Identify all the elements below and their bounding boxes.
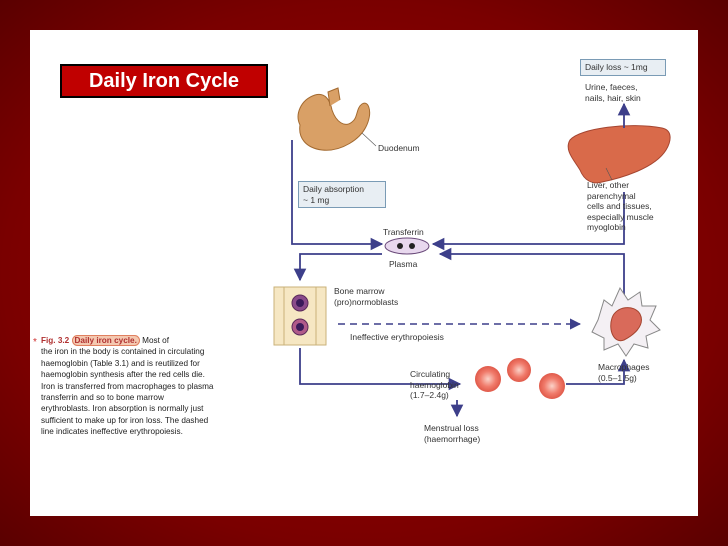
stomach-icon bbox=[297, 93, 371, 151]
macrophages-line-2: (0.5–1.5g) bbox=[598, 372, 637, 383]
daily-absorption-line-2: ~ 1 mg bbox=[303, 194, 330, 205]
liver-label: Liver, other parenchymal cells and tissu… bbox=[587, 180, 654, 233]
caption-line-7: sufficient to make up for iron loss. The… bbox=[41, 415, 209, 425]
figure-caption: Fig. 3.2 Daily iron cycle. Most of the i… bbox=[41, 335, 261, 438]
caption-line-5: transferrin and so to bone marrow bbox=[41, 393, 164, 403]
duodenum-label: Duodenum bbox=[378, 143, 420, 153]
urine-line-2: nails, hair, skin bbox=[585, 92, 641, 103]
bone-marrow-label: Bone marrow (pro)normoblasts bbox=[334, 286, 398, 307]
liver-line-4: especially muscle bbox=[587, 211, 654, 222]
caption-line-8: line indicates ineffective erythropoiesi… bbox=[41, 427, 183, 437]
slide-title: Daily Iron Cycle bbox=[60, 64, 268, 98]
caption-line-6: erythroblasts. Iron absorption is normal… bbox=[41, 404, 204, 414]
daily-loss-box: Daily loss ~ 1mg bbox=[580, 59, 666, 76]
plasma-to-marrow-arrow bbox=[293, 253, 382, 282]
caption-line-4: Iron is transferred from macrophages to … bbox=[41, 381, 214, 391]
circulating-line-2: haemoglobin bbox=[410, 379, 459, 390]
urine-line-1: Urine, faeces, bbox=[585, 82, 638, 92]
plasma-transferrin-icon bbox=[384, 237, 430, 255]
ineffective-erythropoiesis-label: Ineffective erythropoiesis bbox=[350, 332, 444, 342]
liver-to-plasma-arrow bbox=[431, 192, 625, 251]
liver-line-3: cells and tissues, bbox=[587, 201, 652, 211]
caption-fig-number: Fig. 3.2 bbox=[41, 336, 70, 345]
circulating-to-macrophage-arrow bbox=[566, 358, 631, 385]
daily-loss-label: Daily loss ~ 1mg bbox=[585, 62, 648, 72]
menstrual-line-2: (haemorrhage) bbox=[424, 433, 481, 444]
daily-absorption-box: Daily absorption ~ 1 mg bbox=[298, 181, 386, 208]
caption-line-3: haemoglobin synthesis after the red cell… bbox=[41, 370, 205, 380]
bone-marrow-line-2: (pro)normoblasts bbox=[334, 296, 399, 307]
macrophage-to-plasma-arrow bbox=[438, 247, 625, 300]
marrow-to-circulating-arrow bbox=[299, 348, 462, 391]
caption-marker: * bbox=[33, 337, 37, 348]
liver-line-2: parenchymal bbox=[587, 190, 636, 201]
menstrual-loss-label: Menstrual loss (haemorrhage) bbox=[424, 423, 480, 444]
circulating-line-3: (1.7–2.4g) bbox=[410, 390, 449, 400]
macrophages-label: Macrophages (0.5–1.5g) bbox=[598, 362, 650, 383]
urine-label: Urine, faeces, nails, hair, skin bbox=[585, 82, 641, 103]
daily-absorption-line-1: Daily absorption bbox=[303, 184, 364, 194]
caption-line-1: the iron in the body is contained in cir… bbox=[41, 347, 205, 357]
menstrual-line-1: Menstrual loss bbox=[424, 423, 479, 433]
caption-highlight: Daily iron cycle. bbox=[71, 335, 140, 346]
bone-marrow-line-1: Bone marrow bbox=[334, 286, 385, 296]
transferrin-label: Transferrin bbox=[383, 227, 424, 237]
red-blood-cells-icon bbox=[475, 358, 565, 399]
liver-icon bbox=[567, 125, 671, 184]
liver-line-5: myoglobin bbox=[587, 222, 626, 232]
circulating-label: Circulating haemoglobin (1.7–2.4g) bbox=[410, 369, 459, 401]
plasma-label: Plasma bbox=[389, 259, 418, 269]
liver-line-1: Liver, other bbox=[587, 180, 630, 190]
caption-line-2: haemoglobin (Table 3.1) and is reutilize… bbox=[41, 358, 200, 368]
circulating-line-1: Circulating bbox=[410, 369, 451, 379]
absorption-arrow bbox=[291, 140, 384, 251]
macrophage-icon bbox=[591, 286, 661, 357]
caption-line-0: Most of bbox=[142, 336, 169, 345]
macrophages-line-1: Macrophages bbox=[598, 362, 650, 372]
